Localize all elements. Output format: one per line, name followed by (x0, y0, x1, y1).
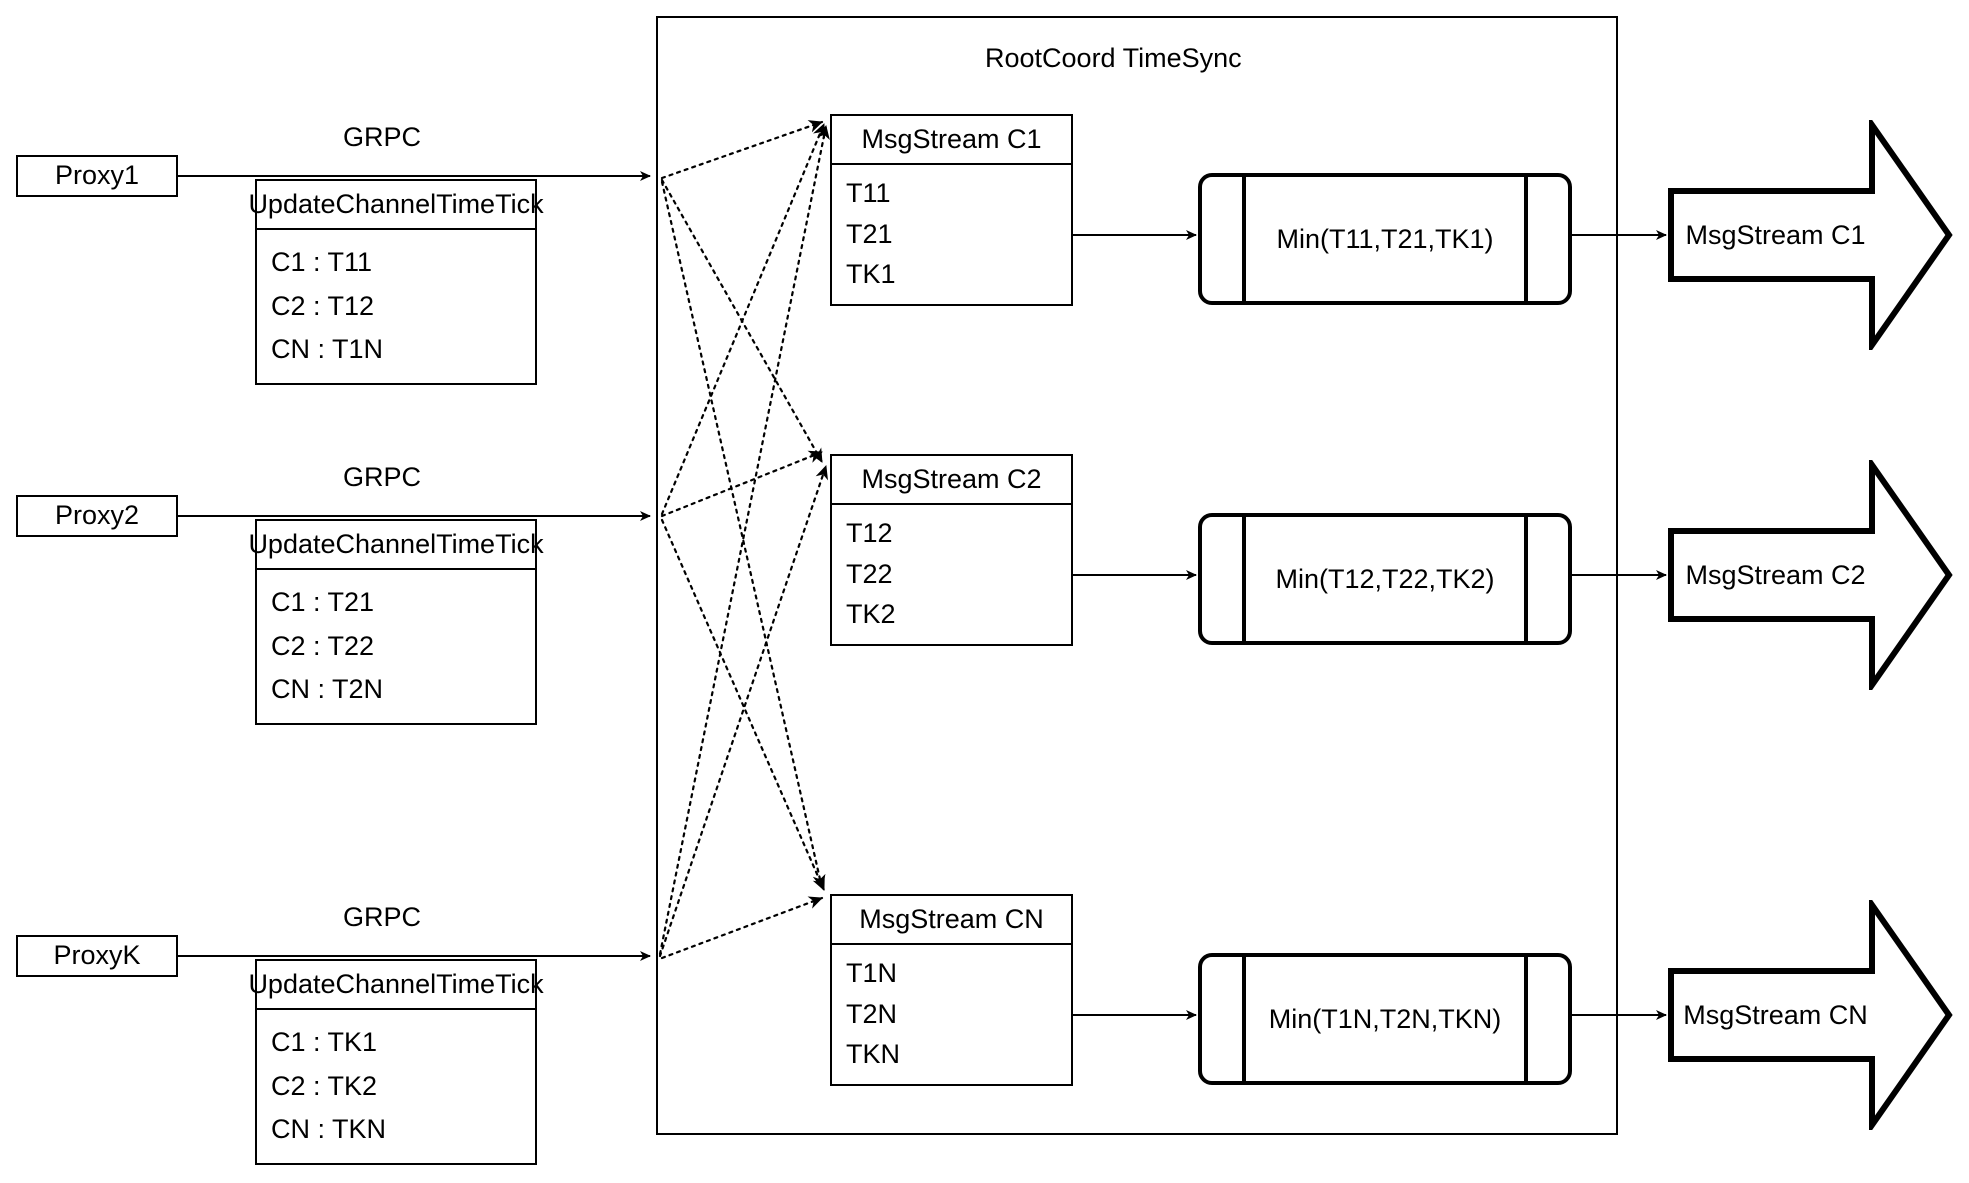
grpc-label-3: GRPC (343, 902, 422, 932)
proxy-box-2[interactable]: Proxy2 (16, 495, 178, 537)
table-row: C1 : T21 (271, 586, 375, 617)
msgstream-row: T12 (846, 518, 893, 549)
table-row: C2 : TK2 (271, 1070, 378, 1101)
msgstream-row: T11 (846, 178, 891, 209)
table-row: C2 : T22 (271, 630, 375, 661)
msgstream-title-c1: MsgStream C1 (832, 116, 1071, 165)
min-process-cn: Min(T1N,T2N,TKN) (1198, 953, 1572, 1085)
msgstream-row: TKN (846, 1038, 900, 1069)
msgstream-row: T1N (846, 958, 898, 989)
proxy-box-k[interactable]: ProxyK (16, 935, 178, 977)
output-label-c2: MsgStream C2 (1685, 559, 1866, 590)
update-channel-timetick-table-1: UpdateChannelTimeTick C1 : T11 C2 : T12 … (248, 179, 544, 385)
output-label-cn: MsgStream CN (1683, 999, 1868, 1030)
table-title-2: UpdateChannelTimeTick (248, 521, 544, 570)
table-title-1: UpdateChannelTimeTick (248, 181, 544, 230)
table-row: C1 : T11 (271, 246, 373, 277)
update-channel-timetick-table-3: UpdateChannelTimeTick C1 : TK1 C2 : TK2 … (248, 959, 544, 1165)
table-row: C2 : T12 (271, 290, 375, 321)
table-row: C1 : TK1 (271, 1026, 378, 1057)
msgstream-row: T21 (846, 218, 893, 249)
msgstream-row: T2N (846, 998, 898, 1029)
grpc-label-1: GRPC (343, 122, 422, 152)
rootcoord-timesync-title: RootCoord TimeSync (985, 43, 1242, 73)
output-label-c1: MsgStream C1 (1685, 219, 1866, 250)
msgstream-box-c1: MsgStream C1 T11 T21 TK1 (830, 114, 1073, 306)
msgstream-row: TK1 (846, 258, 896, 289)
table-row: CN : TKN (271, 1114, 387, 1145)
update-channel-timetick-table-2: UpdateChannelTimeTick C1 : T21 C2 : T22 … (248, 519, 544, 725)
proxy-box-1[interactable]: Proxy1 (16, 155, 178, 197)
grpc-label-2: GRPC (343, 462, 422, 492)
table-row: CN : T1N (271, 334, 384, 365)
table-row: CN : T2N (271, 674, 384, 705)
msgstream-title-cn: MsgStream CN (832, 896, 1071, 945)
min-process-c1: Min(T11,T21,TK1) (1198, 173, 1572, 305)
output-block-arrow-c2: MsgStream C2 (1668, 460, 1953, 690)
msgstream-row: TK2 (846, 598, 896, 629)
msgstream-row: T22 (846, 558, 893, 589)
output-block-arrow-cn: MsgStream CN (1668, 900, 1953, 1130)
msgstream-box-cn: MsgStream CN T1N T2N TKN (830, 894, 1073, 1086)
msgstream-box-c2: MsgStream C2 T12 T22 TK2 (830, 454, 1073, 646)
output-block-arrow-c1: MsgStream C1 (1668, 120, 1953, 350)
min-process-c2: Min(T12,T22,TK2) (1198, 513, 1572, 645)
table-title-3: UpdateChannelTimeTick (248, 961, 544, 1010)
msgstream-title-c2: MsgStream C2 (832, 456, 1071, 505)
